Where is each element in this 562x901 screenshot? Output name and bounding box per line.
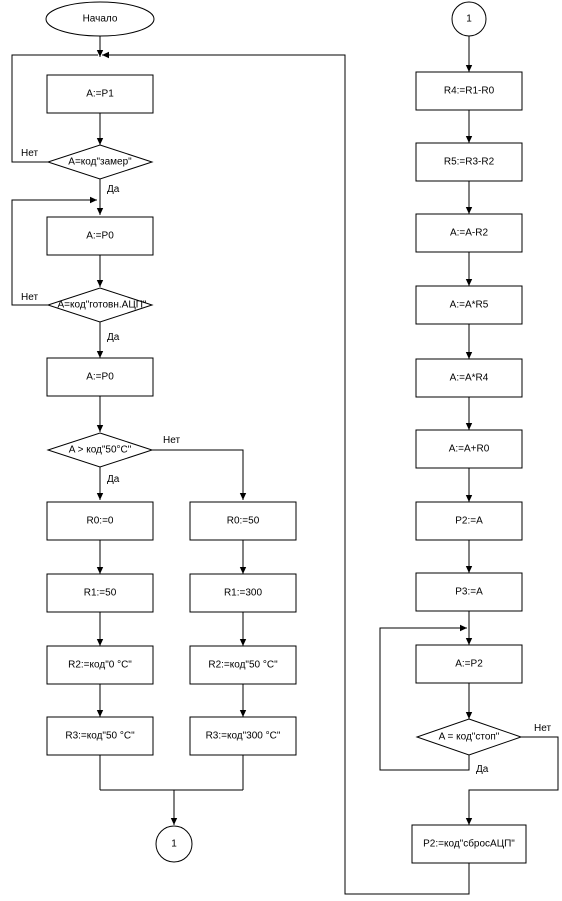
connector-top: 1 [451, 1, 487, 37]
process-label: R1:=300 [224, 588, 263, 599]
decision-label: A=код"замер" [68, 157, 132, 168]
process-yes-r2: R2:=код"0 °C" [46, 645, 154, 685]
process-add-r0: A:=A+R0 [415, 429, 523, 469]
process-mul-r4: A:=A*R4 [415, 358, 523, 398]
process-no-r0: R0:=50 [189, 501, 297, 541]
decision-stop: A = код"стоп" [415, 718, 523, 756]
process-label: R0:=0 [87, 516, 114, 527]
label-yes-zamer: Да [107, 184, 120, 195]
process-reset-adc: P2:=код"сбросАЦП" [411, 824, 527, 864]
process-r4: R4:=R1-R0 [415, 71, 523, 111]
process-read-p2: A:=P2 [415, 644, 523, 684]
process-yes-r0: R0:=0 [46, 501, 154, 541]
label-yes-temp: Да [107, 474, 120, 485]
process-no-r3: R3:=код"300 °C" [189, 716, 297, 756]
process-read-p1: A:=P1 [46, 74, 154, 114]
process-label: R3:=код"50 °C" [65, 731, 135, 742]
process-label: A:=A+R0 [449, 444, 490, 455]
process-p2-assign: P2:=A [415, 501, 523, 541]
connector-label: 1 [466, 14, 472, 25]
decision-label: A > код"50°C" [69, 445, 132, 456]
start-terminal: Начало [45, 1, 155, 37]
process-label: R2:=код"50 °C" [208, 660, 278, 671]
process-label: R4:=R1-R0 [444, 86, 495, 97]
decision-temp: A > код"50°C" [46, 432, 154, 468]
process-label: R3:=код"300 °C" [206, 731, 281, 742]
process-label: A:=P2 [455, 659, 483, 670]
process-label: A:=A-R2 [450, 228, 489, 239]
process-label: A:=A*R5 [450, 300, 489, 311]
start-label: Начало [83, 14, 118, 25]
process-label: A:=P0 [86, 372, 114, 383]
decision-label: A=код"готовн.АЦП" [58, 300, 147, 311]
connector-lines [11, 36, 559, 895]
process-p3-assign: P3:=A [415, 572, 523, 612]
decision-label: A = код"стоп" [439, 732, 500, 743]
process-yes-r1: R1:=50 [46, 573, 154, 613]
process-label: R1:=50 [84, 588, 117, 599]
label-no-ready: Нет [21, 292, 38, 303]
label-yes-stop: Да [476, 764, 489, 775]
process-label: P2:=A [455, 516, 483, 527]
process-mul-r5: A:=A*R5 [415, 285, 523, 325]
process-label: R0:=50 [227, 516, 260, 527]
process-label: A:=P0 [86, 231, 114, 242]
process-read-p0-first: A:=P0 [46, 216, 154, 256]
process-r5: R5:=R3-R2 [415, 142, 523, 182]
decision-ready: A=код"готовн.АЦП" [46, 287, 154, 323]
process-label: A:=P1 [86, 89, 114, 100]
process-label: P3:=A [455, 587, 483, 598]
process-label: A:=A*R4 [450, 373, 489, 384]
process-no-r1: R1:=300 [189, 573, 297, 613]
process-yes-r3: R3:=код"50 °C" [46, 716, 154, 756]
connector-bottom: 1 [155, 825, 193, 863]
label-no-temp: Нет [163, 435, 180, 446]
process-label: R2:=код"0 °C" [68, 660, 132, 671]
process-sub-r2: A:=A-R2 [415, 213, 523, 253]
process-label: P2:=код"сбросАЦП" [423, 838, 515, 850]
process-no-r2: R2:=код"50 °C" [189, 645, 297, 685]
connector-label: 1 [171, 839, 177, 850]
label-no-stop: Нет [534, 723, 551, 734]
label-yes-ready: Да [107, 332, 120, 343]
decision-zamer: A=код"замер" [46, 144, 154, 180]
process-read-p0-second: A:=P0 [46, 357, 154, 397]
process-label: R5:=R3-R2 [444, 157, 495, 168]
label-no-zamer: Нет [21, 148, 38, 159]
